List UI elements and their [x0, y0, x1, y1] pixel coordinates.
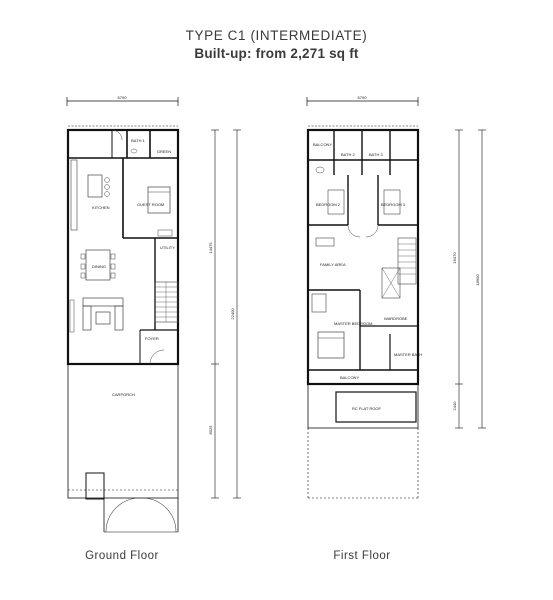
ground-room-bath1: BATH 1	[131, 138, 145, 143]
first-width-label: 6700	[358, 95, 368, 100]
ground-room-dining: DINING	[92, 264, 106, 269]
ground-room-foyer: FOYER	[145, 336, 159, 341]
ground-staircase	[154, 281, 179, 323]
ground-floor-plan: 6700 BATH 1 GREEN KITCHEN GUEST ROOM UTI	[66, 95, 241, 533]
first-room-balcony-top: BALCONY	[313, 142, 332, 147]
first-dim-roof: 2440	[452, 401, 457, 411]
ground-room-utility: UTILITY	[160, 245, 175, 250]
ground-width-dimension: 6700	[66, 95, 179, 106]
ground-room-guest-room: GUEST ROOM	[137, 202, 164, 207]
ground-dim-house: 14475	[208, 242, 213, 254]
ground-room-green: GREEN	[157, 149, 171, 154]
first-room-bedroom3: BEDROOM 3	[381, 202, 406, 207]
first-room-master-bedroom: MASTER BEDROOM	[334, 321, 372, 326]
first-dim-total: 18900	[475, 274, 480, 286]
first-staircase	[397, 237, 417, 285]
first-floor-caption: First Floor	[333, 550, 391, 562]
plan-type-title: TYPE C1 (INTERMEDIATE)	[185, 28, 368, 43]
first-height-dimensions: 16470 2440 18900	[452, 129, 486, 429]
first-dim-house: 16470	[452, 252, 457, 264]
first-room-bath3: BATH 3	[369, 152, 383, 157]
first-width-dimension: 6700	[306, 95, 419, 106]
first-room-balcony-bottom: BALCONY	[340, 375, 359, 380]
first-room-master-bath: MASTER BATH	[394, 352, 422, 357]
first-floor-plan: 6700 BALCONY BATH 2 BATH 3 BEDROOM 2 BED…	[306, 95, 486, 499]
builtup-area: Built-up: from 2,271 sq ft	[194, 46, 359, 61]
ground-dim-total: 22400	[230, 308, 235, 320]
first-room-bath2: BATH 2	[341, 152, 355, 157]
ground-dim-carporch: 8025	[208, 425, 213, 435]
first-room-wardrobe: WARDROBE	[384, 316, 408, 321]
first-room-rc-flat-roof: RC FLAT ROOF	[352, 406, 382, 411]
ground-height-dimensions: 14475 8025 22400	[208, 129, 241, 499]
ground-width-label: 6700	[118, 95, 128, 100]
first-room-family-area: FAMILY AREA	[320, 262, 346, 267]
first-room-bedroom2: BEDROOM 2	[316, 202, 341, 207]
ground-room-carporch: CARPORCH	[112, 392, 135, 397]
ground-floor-caption: Ground Floor	[85, 550, 159, 562]
ground-room-kitchen: KITCHEN	[92, 205, 110, 210]
